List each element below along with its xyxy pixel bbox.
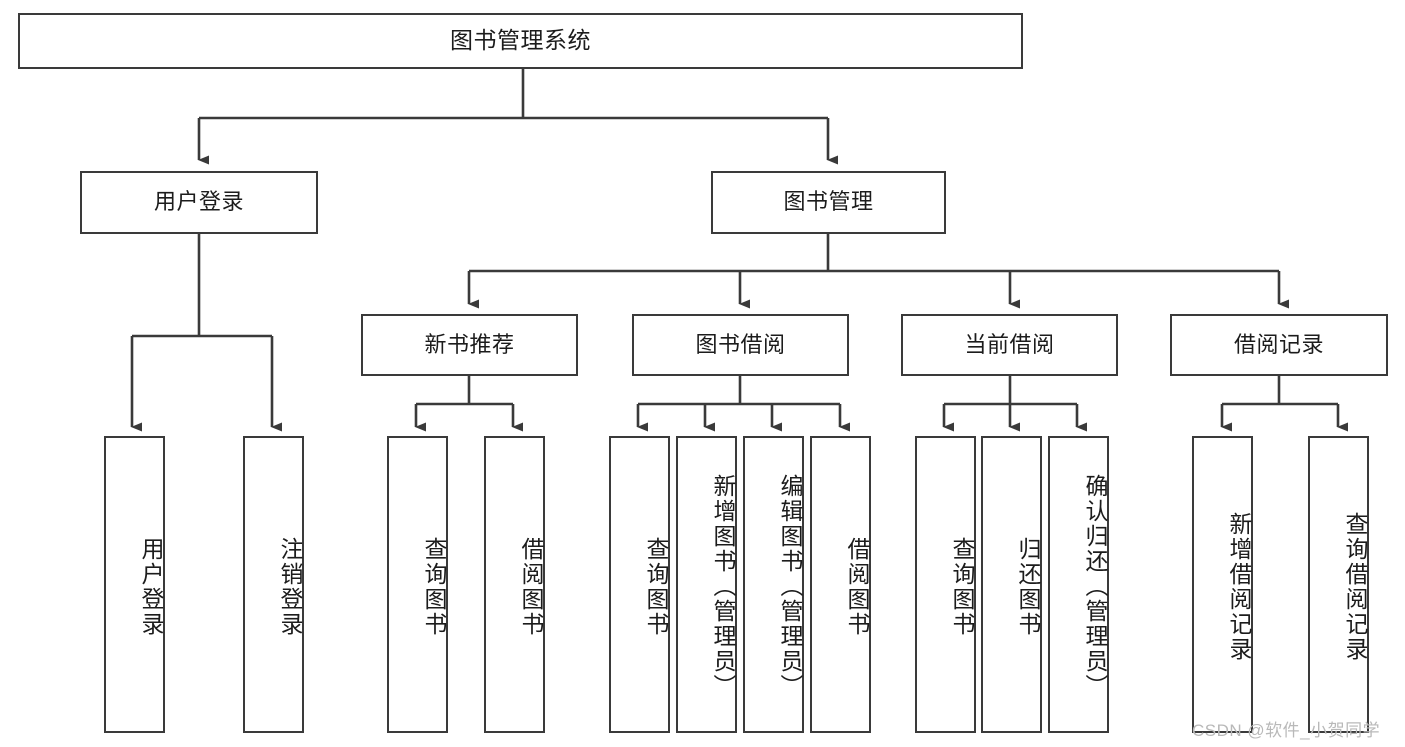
node-label: 新增借阅记录	[1226, 511, 1252, 662]
node-label: 查询图书	[949, 536, 975, 637]
node-label: 归还图书	[1015, 536, 1041, 637]
node-label: 确认归还（管理员）	[1082, 474, 1108, 699]
node-label: 图书管理	[783, 189, 874, 215]
node-label: 借阅图书	[844, 536, 870, 637]
node-current-borrow[interactable]: 当前借阅	[901, 314, 1118, 376]
leaf-user-login[interactable]: 用户登录	[104, 436, 165, 733]
node-label: 查询图书	[421, 536, 447, 637]
node-book-borrow[interactable]: 图书借阅	[632, 314, 849, 376]
node-new-book-recommend[interactable]: 新书推荐	[361, 314, 578, 376]
node-label: 用户登录	[138, 536, 164, 637]
node-label: 新增图书（管理员）	[710, 474, 736, 699]
leaf-query-book-borrow[interactable]: 查询图书	[609, 436, 670, 733]
node-book-manage[interactable]: 图书管理	[711, 171, 946, 234]
node-label: 借阅记录	[1233, 331, 1324, 357]
node-label: 查询借阅记录	[1342, 511, 1368, 662]
node-label: 图书管理系统	[450, 27, 591, 54]
leaf-borrow-book-recommend[interactable]: 借阅图书	[484, 436, 545, 733]
leaf-add-borrow-record[interactable]: 新增借阅记录	[1192, 436, 1253, 733]
leaf-query-book-current[interactable]: 查询图书	[915, 436, 976, 733]
node-user-login[interactable]: 用户登录	[80, 171, 318, 234]
node-label: 图书借阅	[695, 331, 786, 357]
node-borrow-record[interactable]: 借阅记录	[1170, 314, 1388, 376]
leaf-add-book-admin[interactable]: 新增图书（管理员）	[676, 436, 737, 733]
node-label: 查询图书	[643, 536, 669, 637]
leaf-return-book[interactable]: 归还图书	[981, 436, 1042, 733]
leaf-edit-book-admin[interactable]: 编辑图书（管理员）	[743, 436, 804, 733]
leaf-borrow-book-borrow[interactable]: 借阅图书	[810, 436, 871, 733]
node-label: 新书推荐	[424, 331, 515, 357]
leaf-query-book-recommend[interactable]: 查询图书	[387, 436, 448, 733]
node-label: 用户登录	[153, 189, 244, 215]
node-label: 借阅图书	[518, 536, 544, 637]
node-label: 编辑图书（管理员）	[777, 474, 803, 699]
node-label: 当前借阅	[964, 331, 1055, 357]
leaf-query-borrow-record[interactable]: 查询借阅记录	[1308, 436, 1369, 733]
node-label: 注销登录	[277, 536, 303, 637]
leaf-logout-login[interactable]: 注销登录	[243, 436, 304, 733]
leaf-confirm-return-admin[interactable]: 确认归还（管理员）	[1048, 436, 1109, 733]
csdn-watermark: CSDN @软件_小贺同学	[1192, 721, 1381, 740]
node-root-library-system[interactable]: 图书管理系统	[18, 13, 1023, 69]
